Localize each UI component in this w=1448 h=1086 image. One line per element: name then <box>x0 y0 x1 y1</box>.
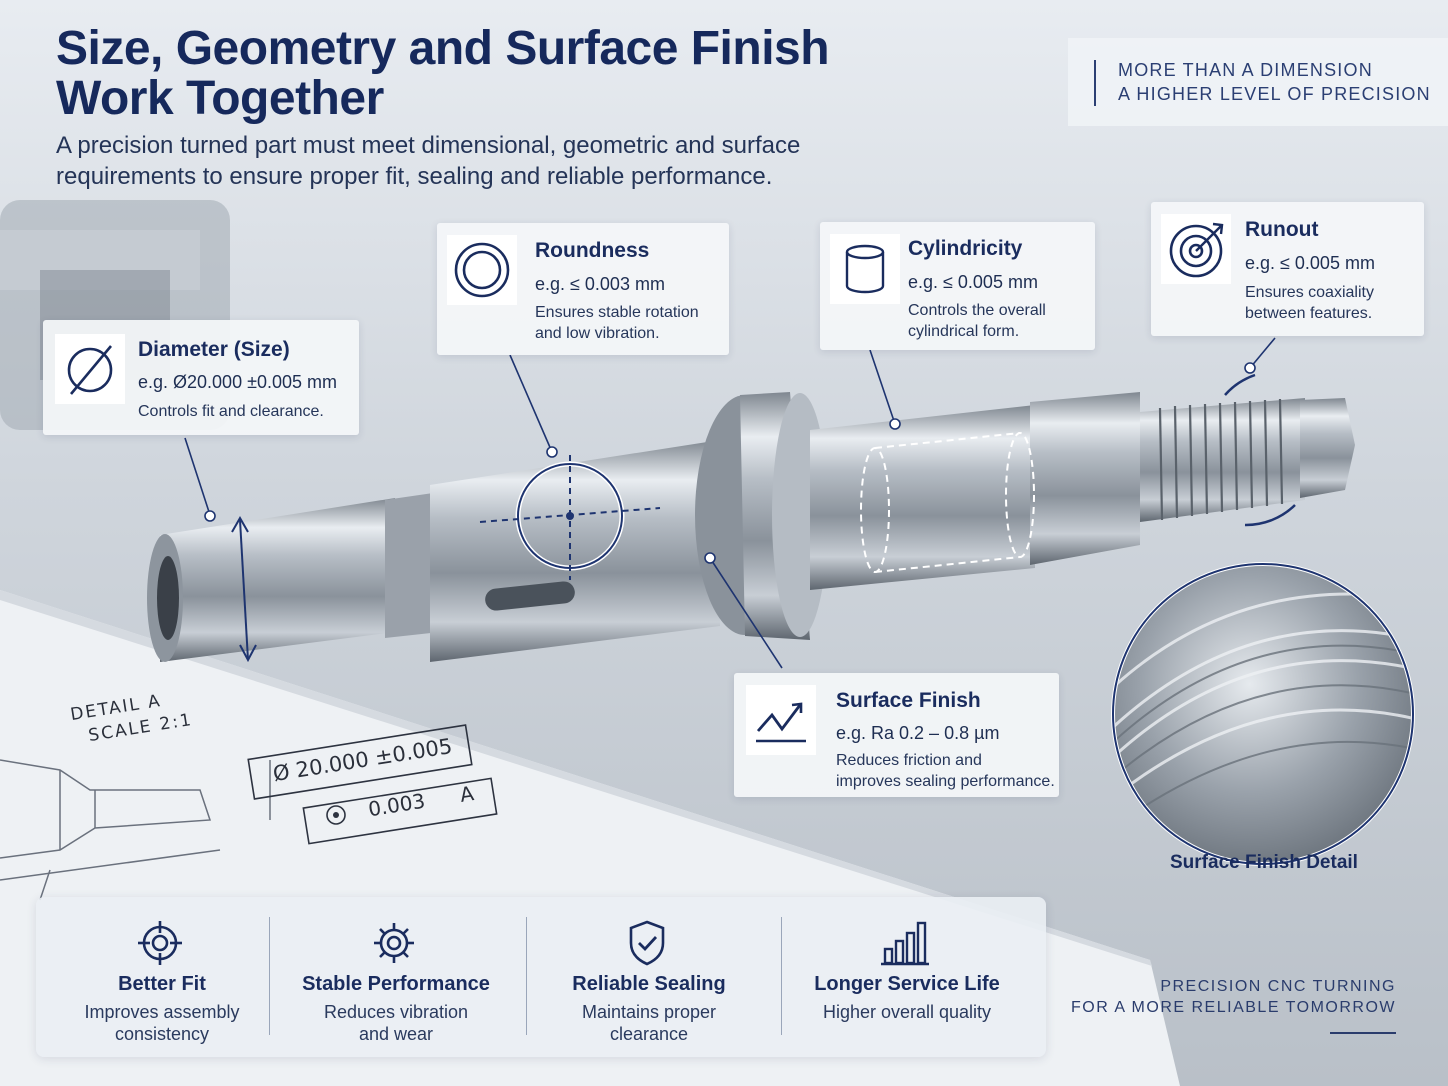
tagline-line-1: MORE THAN A DIMENSION <box>1118 60 1373 80</box>
card-description: Ensures coaxiality between features. <box>1245 282 1374 324</box>
benefit-description-line: Reduces vibration <box>323 1002 469 1022</box>
benefit-description-line: consistency <box>114 1024 210 1044</box>
benefit-reliable-sealing: Reliable Sealing Maintains proper cleara… <box>523 897 775 1057</box>
benefit-title: Better Fit <box>118 973 206 995</box>
benefit-description: Higher overall quality <box>781 1001 1033 1023</box>
benefit-title: Longer Service Life <box>814 973 1000 995</box>
card-value: e.g. ≤ 0.005 mm <box>908 272 1038 292</box>
card-description: Reduces friction and improves sealing pe… <box>836 750 1055 792</box>
benefit-description: Reduces vibration and wear <box>270 1001 522 1045</box>
benefit-description-line: Maintains proper <box>581 1002 717 1022</box>
benefit-description: Maintains proper clearance <box>523 1001 775 1045</box>
card-title: Diameter (Size) <box>138 338 290 361</box>
card-value: e.g. ≤ 0.005 mm <box>1245 253 1375 273</box>
card-description-line: cylindrical form. <box>908 323 1020 340</box>
benefit-description-line: and wear <box>358 1024 434 1044</box>
card-description: Ensures stable rotation and low vibratio… <box>535 302 699 344</box>
title-line-1: Size, Geometry and Surface Finish <box>56 22 830 75</box>
benefit-better-fit: Better Fit Improves assembly consistency <box>36 897 288 1057</box>
benefit-description: Improves assembly consistency <box>36 1001 288 1045</box>
gear-icon <box>374 923 414 963</box>
benefit-description-line: clearance <box>609 1024 689 1044</box>
benefit-divider <box>269 917 270 1035</box>
benefit-stable-performance: Stable Performance Reduces vibration and… <box>270 897 522 1057</box>
card-cylindricity: Cylindricity e.g. ≤ 0.005 mm Controls th… <box>820 222 1095 350</box>
card-value: e.g. Ø20.000 ±0.005 mm <box>138 372 337 392</box>
shield-check-icon <box>629 920 665 966</box>
card-value: e.g. Ra 0.2 – 0.8 µm <box>836 723 1000 743</box>
benefit-divider <box>781 917 782 1035</box>
subtitle-line-1: A precision turned part must meet dimens… <box>56 132 801 159</box>
card-description: Controls the overall cylindrical form. <box>908 300 1046 342</box>
benefit-title: Stable Performance <box>302 973 490 995</box>
benefit-title: Reliable Sealing <box>572 973 726 995</box>
card-description-line: Ensures coaxiality <box>1245 284 1374 301</box>
title-line-2: Work Together <box>56 72 384 125</box>
target-icon <box>138 921 182 965</box>
benefit-divider <box>526 917 527 1035</box>
card-description-line: and low vibration. <box>535 325 660 342</box>
cylindricity-icon <box>830 234 900 304</box>
card-description-line: between features. <box>1245 305 1373 322</box>
footer-line-1: PRECISION CNC TURNING <box>1160 978 1396 995</box>
card-title: Cylindricity <box>908 237 1023 260</box>
card-description-line: Ensures stable rotation <box>535 304 699 321</box>
page-subtitle: A precision turned part must meet dimens… <box>56 130 936 192</box>
runout-icon <box>1161 214 1231 284</box>
card-title: Runout <box>1245 218 1319 241</box>
footer-rule <box>1330 1032 1396 1034</box>
card-description: Controls fit and clearance. <box>138 401 324 422</box>
benefit-description-line: Improves assembly <box>84 1002 240 1022</box>
card-description-line: Reduces friction and <box>836 752 982 769</box>
benefit-longer-service-life: Longer Service Life Higher overall quali… <box>781 897 1033 1057</box>
tagline-line-2: A HIGHER LEVEL OF PRECISION <box>1118 84 1431 104</box>
turned-shaft <box>147 392 1355 662</box>
subtitle-line-2: requirements to ensure proper fit, seali… <box>56 163 773 190</box>
card-surface-finish: Surface Finish e.g. Ra 0.2 – 0.8 µm Redu… <box>734 673 1059 797</box>
card-roundness: Roundness e.g. ≤ 0.003 mm Ensures stable… <box>437 223 729 355</box>
card-runout: Runout e.g. ≤ 0.005 mm Ensures coaxialit… <box>1151 202 1424 336</box>
card-title: Roundness <box>535 239 650 262</box>
surface-finish-icon <box>746 685 816 755</box>
surface-finish-detail-label: Surface Finish Detail <box>1170 852 1358 873</box>
diameter-icon <box>55 334 125 404</box>
card-description-line: Controls the overall <box>908 302 1046 319</box>
benefits-panel: Better Fit Improves assembly consistency… <box>36 897 1046 1057</box>
footer-tagline: PRECISION CNC TURNING FOR A MORE RELIABL… <box>1060 976 1396 1034</box>
card-diameter: Diameter (Size) e.g. Ø20.000 ±0.005 mm C… <box>43 320 359 435</box>
benefit-description-line: Higher overall quality <box>822 1002 992 1022</box>
card-description-line: improves sealing performance. <box>836 773 1055 790</box>
page-title: Size, Geometry and Surface Finish Work T… <box>56 24 936 124</box>
bar-chart-icon <box>881 921 929 966</box>
card-description-line: Controls fit and clearance. <box>138 403 324 420</box>
card-value: e.g. ≤ 0.003 mm <box>535 274 665 294</box>
tagline-bar <box>1094 60 1096 106</box>
tagline-box: MORE THAN A DIMENSION A HIGHER LEVEL OF … <box>1068 38 1448 126</box>
card-title: Surface Finish <box>836 689 981 712</box>
roundness-icon <box>447 235 517 305</box>
footer-line-2: FOR A MORE RELIABLE TOMORROW <box>1070 999 1396 1016</box>
